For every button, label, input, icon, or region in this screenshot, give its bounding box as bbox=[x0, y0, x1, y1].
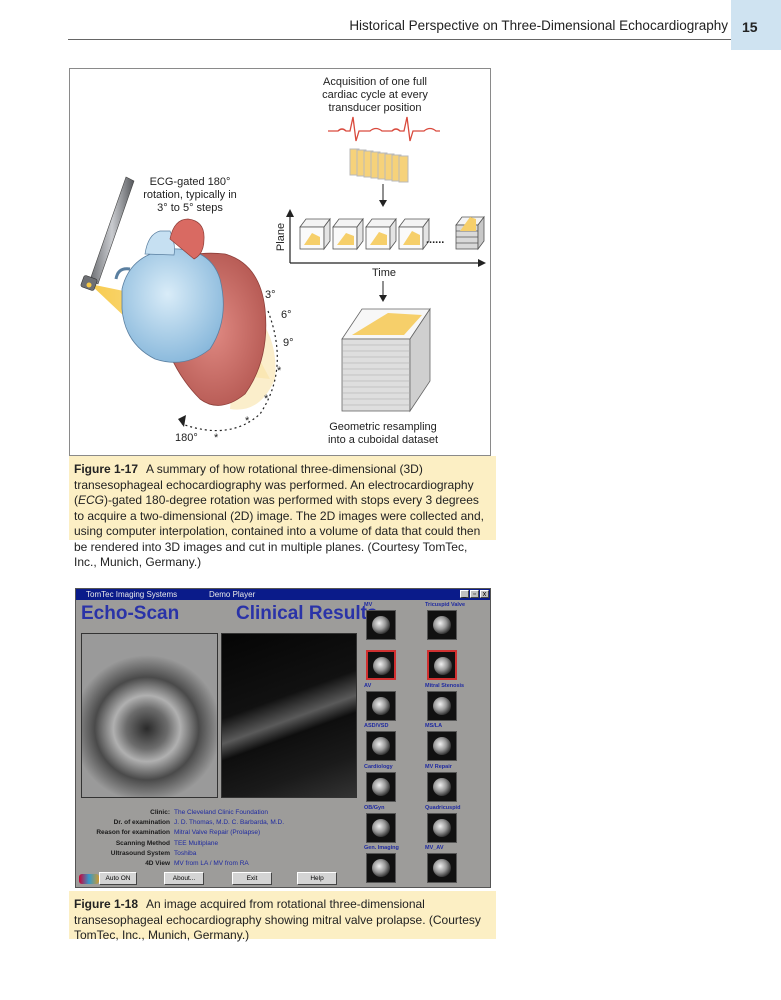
thumbnail-cardiology[interactable] bbox=[366, 772, 396, 802]
angle-180-label: 180° bbox=[175, 432, 198, 444]
header-rule bbox=[68, 39, 731, 40]
plane-axis-arrowhead bbox=[286, 209, 294, 217]
echo-scan-3d-image[interactable] bbox=[81, 633, 218, 798]
resampling-label-line-2: into a cuboidal dataset bbox=[328, 434, 438, 446]
figure-1-17-caption-ecg: ECG bbox=[78, 493, 105, 507]
info-row-doctor: Dr. of examination J. D. Thomas, M.D. C.… bbox=[113, 819, 285, 826]
ellipsis-dots: ...... bbox=[426, 234, 444, 246]
arc-tick-mark: * bbox=[245, 415, 250, 427]
thumbnail-selected-tricuspid[interactable] bbox=[427, 650, 457, 680]
arc-tick-mark: * bbox=[277, 365, 282, 377]
window-mode: Demo Player bbox=[209, 590, 256, 599]
auto-on-button[interactable]: Auto ON bbox=[99, 872, 137, 885]
window-titlebar: TomTec Imaging Systems Demo Player _ ▫ x bbox=[76, 589, 490, 600]
rotation-label-line-2: rotation, typically in bbox=[143, 189, 237, 201]
angle-6-label: 6° bbox=[281, 309, 292, 321]
page-number: 15 bbox=[742, 19, 758, 35]
maximize-button[interactable]: ▫ bbox=[470, 590, 479, 598]
page-number-tab bbox=[731, 0, 781, 50]
heart-illustration bbox=[114, 218, 267, 406]
arc-tick-mark: * bbox=[214, 432, 219, 444]
running-head-title: Historical Perspective on Three-Dimensio… bbox=[349, 18, 728, 33]
tee-probe bbox=[80, 176, 135, 291]
thumbnail-mitral-stenosis[interactable] bbox=[427, 691, 457, 721]
thumbnail-ms-la[interactable] bbox=[427, 731, 457, 761]
exit-button[interactable]: Exit bbox=[232, 872, 272, 885]
minimize-button[interactable]: _ bbox=[460, 590, 469, 598]
figure-1-17-caption-text-b: )-gated 180-degree rotation was performe… bbox=[74, 493, 484, 569]
rotation-label-line-1: ECG-gated 180° bbox=[150, 176, 231, 188]
time-axis-label: Time bbox=[372, 267, 396, 279]
thumbnail-mv[interactable] bbox=[366, 610, 396, 640]
thumb-label-ob-gyn: OB/Gyn bbox=[364, 805, 385, 811]
acquisition-label-line-2: cardiac cycle at every bbox=[322, 89, 428, 101]
figure-1-18-caption-label: Figure 1-18 bbox=[74, 897, 139, 911]
thumb-label-av: AV bbox=[364, 683, 372, 689]
arc-tick-mark: * bbox=[264, 393, 269, 405]
resampling-label-line-1: Geometric resampling bbox=[329, 421, 437, 433]
thumbnail-quadricuspid[interactable] bbox=[427, 813, 457, 843]
cube-5 bbox=[455, 215, 485, 251]
info-row-clinic: Clinic: The Cleveland Clinic Foundation bbox=[150, 809, 268, 816]
close-button[interactable]: x bbox=[480, 590, 489, 598]
figure-1-17-illustration: Acquisition of one full cardiac cycle at… bbox=[80, 76, 486, 446]
thumbnail-tricuspid-valve[interactable] bbox=[427, 610, 457, 640]
cube-3 bbox=[365, 217, 397, 251]
arrow-down-2-head bbox=[379, 295, 387, 302]
plane-axis-label: Plane bbox=[275, 223, 287, 251]
echo-scan-title: Echo-Scan bbox=[81, 603, 180, 624]
about-button[interactable]: About... bbox=[164, 872, 204, 885]
cuboidal-dataset bbox=[341, 307, 431, 413]
acquisition-label-line-1: Acquisition of one full bbox=[323, 76, 427, 88]
info-row-ultrasound-system: Ultrasound System Toshiba bbox=[110, 850, 197, 857]
thumb-label-mv-repair: MV Repair bbox=[425, 764, 452, 770]
thumb-label-cardiology: Cardiology bbox=[364, 764, 393, 770]
thumbnail-mv-repair[interactable] bbox=[427, 772, 457, 802]
figure-1-17: Acquisition of one full cardiac cycle at… bbox=[69, 68, 491, 456]
echo-scan-2d-image[interactable] bbox=[221, 633, 357, 798]
ecg-trace bbox=[328, 116, 440, 142]
thumb-label-tricuspid-valve: Tricuspid Valve bbox=[425, 602, 466, 608]
thumbnail-mv-av[interactable] bbox=[427, 853, 457, 883]
rotation-arc-arrowhead bbox=[178, 415, 186, 427]
thumb-label-quadricuspid: Quadricuspid bbox=[425, 805, 461, 811]
thumbnail-asd-vsd[interactable] bbox=[366, 731, 396, 761]
info-row-scanning-method: Scanning Method TEE Multiplane bbox=[115, 840, 219, 847]
thumbnail-selected-mv[interactable] bbox=[366, 650, 396, 680]
thumb-label-mv-av: MV_AV bbox=[425, 845, 444, 851]
thumb-label-mv: MV bbox=[364, 602, 373, 608]
thumb-label-gen-imaging: Gen. Imaging bbox=[364, 845, 399, 851]
rotation-label-line-3: 3° to 5° steps bbox=[157, 202, 223, 214]
thumb-label-ms-la: MS/LA bbox=[425, 723, 443, 729]
figure-1-17-caption-label: Figure 1-17 bbox=[74, 462, 139, 476]
thumbnail-av[interactable] bbox=[366, 691, 396, 721]
arrow-down-1-head bbox=[379, 200, 387, 207]
thumb-label-mitral-stenosis: Mitral Stenosis bbox=[425, 683, 465, 689]
cardiac-cycle-frames bbox=[349, 148, 409, 183]
volume-cubes bbox=[299, 215, 485, 251]
help-button[interactable]: Help bbox=[297, 872, 337, 885]
thumbnail-ob-gyn[interactable] bbox=[366, 813, 396, 843]
cube-1 bbox=[299, 217, 331, 251]
angle-9-label: 9° bbox=[283, 337, 294, 349]
cube-2 bbox=[332, 217, 364, 251]
info-row-reason: Reason for examination Mitral Valve Repa… bbox=[96, 829, 261, 836]
figure-1-18-caption-text: An image acquired from rotational three-… bbox=[74, 897, 481, 942]
rotation-arc bbox=[181, 310, 278, 432]
acquisition-label-line-3: transducer position bbox=[329, 102, 422, 114]
figure-1-17-caption-text-a: A summary of how rotational three-dimens… bbox=[74, 462, 474, 507]
clinical-results-title: Clinical Results bbox=[236, 603, 378, 624]
thumb-label-asd-vsd: ASD/VSD bbox=[364, 723, 389, 729]
cube-4 bbox=[398, 217, 430, 251]
window-app-name: TomTec Imaging Systems bbox=[86, 590, 178, 599]
figure-1-18-app-window: TomTec Imaging Systems Demo Player _ ▫ x… bbox=[75, 588, 491, 888]
tomtec-logo-icon bbox=[79, 874, 99, 884]
angle-3-label: 3° bbox=[265, 289, 276, 301]
thumbnail-gen-imaging[interactable] bbox=[366, 853, 396, 883]
time-axis-arrowhead bbox=[478, 259, 486, 267]
info-row-4d-view: 4D View MV from LA / MV from RA bbox=[145, 860, 249, 867]
